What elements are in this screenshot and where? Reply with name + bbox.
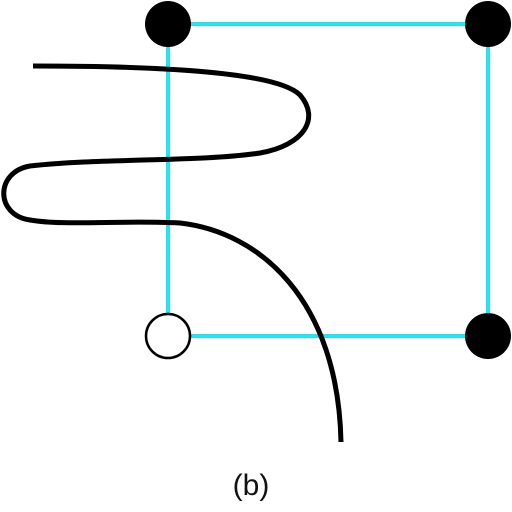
vertex-top-left — [145, 1, 191, 47]
vertex-bottom-right — [465, 313, 511, 359]
winding-curve — [1, 63, 344, 443]
figure-caption: (b) — [232, 469, 270, 502]
vertex-top-right — [465, 1, 511, 47]
square-edges — [166, 22, 490, 338]
vertices — [144, 1, 511, 360]
vertex-bottom-left-hollow — [144, 312, 192, 360]
